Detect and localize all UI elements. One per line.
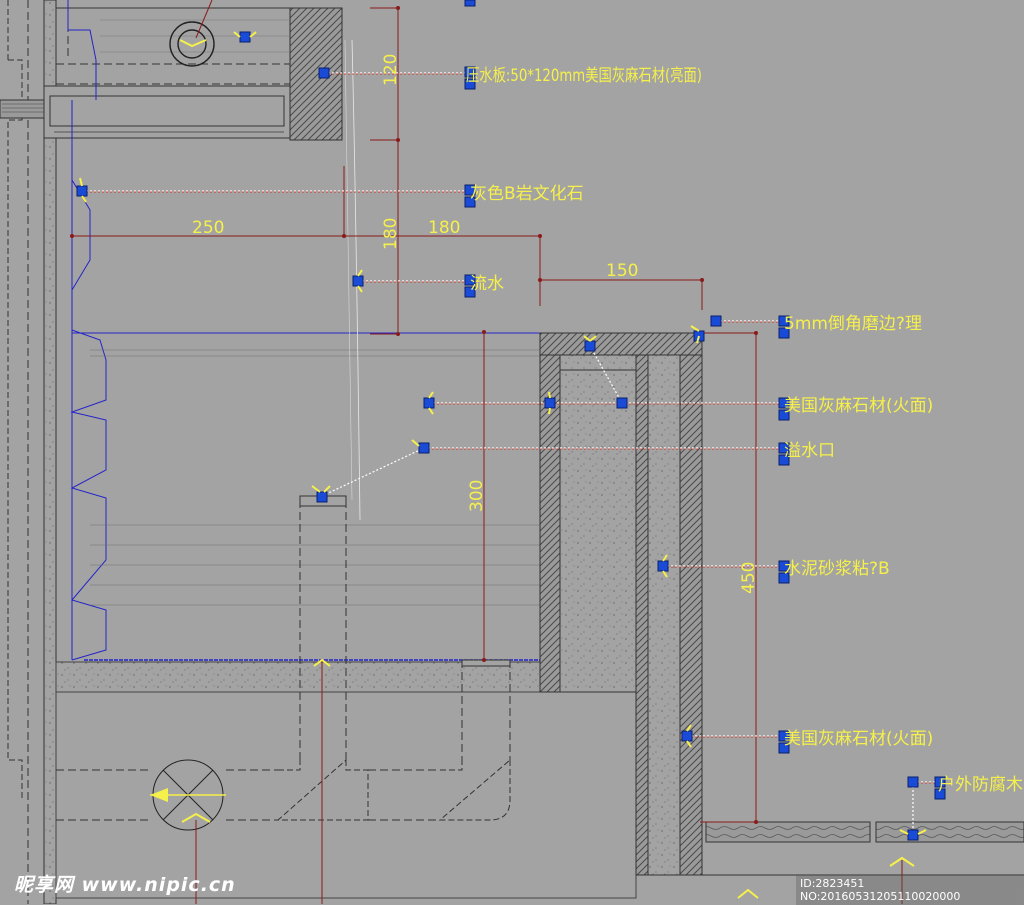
label-granite-fire-1: 美国灰麻石材(火面) — [784, 396, 933, 416]
pool-water — [90, 39, 540, 606]
flow-arrow — [150, 788, 226, 802]
dim-300: 300 — [467, 480, 487, 512]
label-cap-stone: 压水板:50*120mm美国灰麻石材(亮面) — [466, 66, 702, 86]
dim-150: 150 — [606, 261, 638, 281]
watermark: 昵享网 www.nipic.cn — [14, 874, 236, 896]
arrow-ticks — [79, 31, 927, 899]
dim-180-horizontal: 180 — [428, 218, 460, 238]
wood-deck — [702, 821, 1024, 876]
label-mortar: 水泥砂浆粘?B — [784, 559, 890, 579]
label-wood: 户外防腐木 — [938, 775, 1023, 795]
drawing-id: ID:2823451 NO:20160531205110020000 — [796, 875, 1024, 905]
annotation-labels: 压水板:50*120mm美国灰麻石材(亮面) 灰色B岩文化石 流水 5mm倒角磨… — [466, 66, 1023, 795]
dimension-ticks — [70, 6, 758, 824]
label-overflow: 溢水口 — [784, 441, 835, 461]
label-culture-stone: 灰色B岩文化石 — [470, 184, 584, 204]
dimension-lines — [72, 6, 903, 904]
label-water: 流水 — [470, 274, 504, 294]
dim-450: 450 — [739, 562, 759, 594]
dim-180-vertical: 180 — [381, 218, 401, 250]
dimension-texts: 120 250 180 180 150 300 450 — [192, 54, 759, 594]
dim-250: 250 — [192, 218, 224, 238]
label-granite-fire-2: 美国灰麻石材(火面) — [784, 729, 933, 749]
grip-markers — [76, 0, 946, 841]
label-chamfer: 5mm倒角磨边?理 — [784, 314, 922, 334]
leader-lines-red — [82, 73, 940, 784]
top-beam — [43, 0, 343, 141]
left-wall — [0, 0, 69, 904]
dim-120: 120 — [381, 54, 401, 86]
leader-lines — [82, 72, 940, 834]
stone-wall — [539, 332, 703, 876]
